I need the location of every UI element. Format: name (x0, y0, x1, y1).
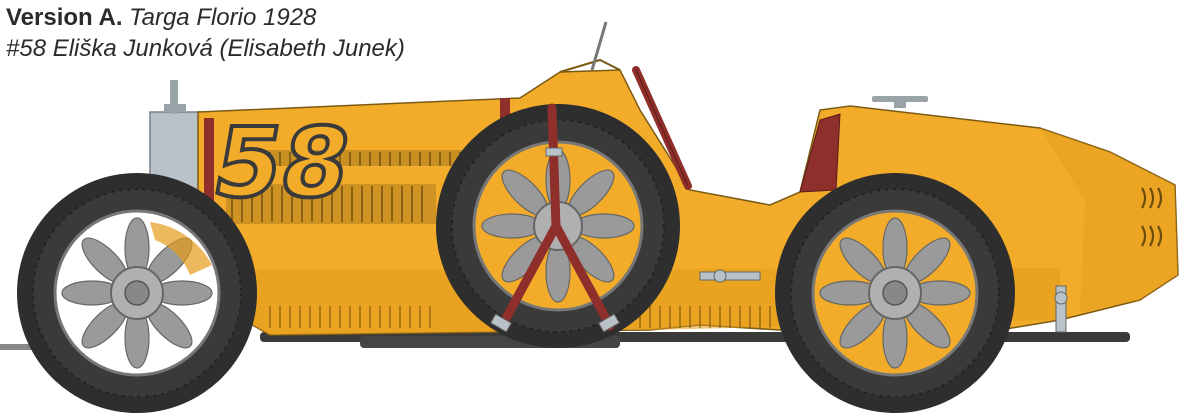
driver-name: #58 Eliška Junková (Elisabeth Junek) (6, 35, 405, 62)
spare-wheel (436, 103, 680, 348)
spare-wheel-straps (499, 103, 615, 331)
front-axle (0, 344, 40, 350)
race-number: 58 (205, 107, 358, 219)
fuel-cap (872, 96, 928, 102)
rear-wheel (775, 173, 1015, 413)
tail-vents (1141, 187, 1163, 247)
front-wheel (17, 173, 257, 413)
aero-screen-rod (590, 21, 608, 71)
bonnet-louvres (226, 150, 488, 224)
seat (799, 113, 841, 193)
rear-suspension (699, 269, 1068, 333)
event-title: Targa Florio 1928 (129, 4, 317, 31)
version-label: Version A. (6, 4, 123, 31)
caption: Version A. Targa Florio 1928 #58 Eliška … (6, 2, 405, 64)
